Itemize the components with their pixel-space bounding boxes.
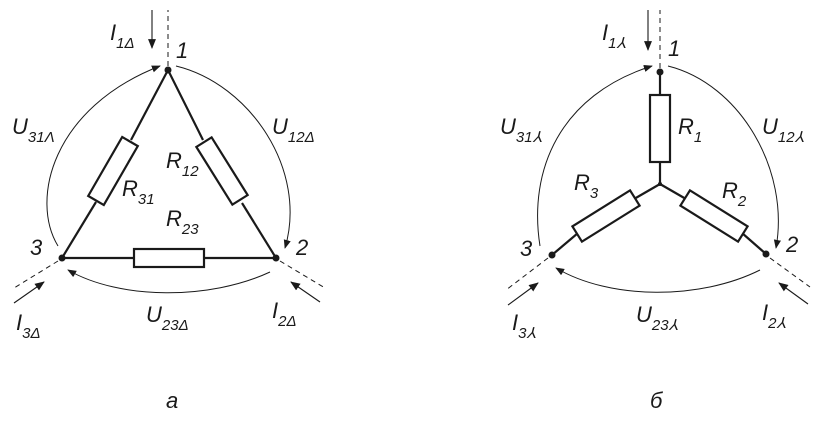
star-node-2-label: 2: [785, 232, 798, 257]
delta-voltage-arc-23: [67, 269, 271, 294]
star-node-1-label: 1: [668, 36, 680, 61]
star-terminal-3-dash: [505, 257, 549, 291]
star-voltage-arc-23: [555, 267, 761, 293]
delta-current-3-arrow: [13, 281, 45, 304]
delta-u23-label: U23Δ: [146, 302, 189, 334]
star-i1-label: I1⅄: [602, 20, 626, 52]
delta-caption: а: [166, 388, 178, 413]
star-r3-label: R3: [574, 170, 599, 202]
delta-voltage-arc-31: [46, 65, 161, 247]
delta-node-2-label: 2: [295, 235, 308, 260]
delta-r23-label: R23: [166, 206, 199, 238]
delta-resistor-r23: [132, 247, 206, 269]
star-r2-label: R2: [722, 178, 747, 210]
delta-resistor-r12: [194, 135, 250, 207]
star-caption: б: [650, 388, 664, 413]
delta-wire-1-2-top: [167, 69, 204, 141]
delta-u12-label: U12Δ: [272, 114, 315, 146]
star-wire-3-outer: [551, 232, 579, 256]
star-circuit: 1 2 3 R1 R2 R3 U31⅄ U12⅄ U23⅄ I1⅄ I2⅄ I3…: [500, 10, 811, 413]
star-i3-label: I3⅄: [512, 310, 536, 342]
star-terminal-2-dash: [769, 257, 811, 288]
star-resistor-r1: [648, 93, 672, 164]
delta-wire-1-2-bottom: [241, 202, 277, 259]
delta-i3-label: I3Δ: [16, 310, 41, 342]
star-wire-3-inner: [633, 183, 661, 200]
star-i2-label: I2⅄: [762, 300, 786, 332]
star-u31-label: U31⅄: [500, 114, 543, 146]
delta-circuit: 1 2 3 R12 R31 R23 U31Λ U12Δ U23Δ I1Δ I2Δ…: [12, 10, 326, 413]
delta-node-3-label: 3: [30, 235, 43, 260]
delta-node-3: [58, 254, 66, 262]
star-voltage-arc-12: [667, 65, 781, 249]
star-current-3-arrow: [507, 282, 539, 306]
star-u12-label: U12⅄: [762, 114, 805, 146]
star-wire-2-outer: [741, 232, 767, 255]
star-node-center: [658, 182, 662, 186]
delta-resistor-r31: [86, 135, 140, 207]
star-node-3-label: 3: [520, 236, 533, 261]
star-voltage-arc-31: [537, 65, 653, 247]
delta-wire-1-3-bottom: [61, 201, 97, 259]
delta-wire-1-3-top: [130, 69, 169, 141]
star-node-3: [548, 251, 556, 259]
delta-node-1: [164, 66, 172, 74]
star-u23-label: U23⅄: [636, 302, 679, 334]
delta-i1-label: I1Δ: [110, 20, 135, 52]
delta-r31-label: R31: [122, 176, 155, 208]
star-node-2: [762, 250, 770, 258]
delta-r12-label: R12: [166, 148, 199, 180]
delta-voltage-arc-12: [175, 65, 291, 249]
delta-i2-label: I2Δ: [272, 298, 297, 330]
star-node-1: [656, 68, 664, 76]
star-wire-2-inner: [659, 183, 687, 200]
star-r1-label: R1: [678, 114, 702, 146]
delta-node-1-label: 1: [176, 38, 188, 63]
delta-terminal-2-dash: [279, 260, 326, 289]
delta-terminal-3-dash: [13, 260, 59, 289]
star-resistor-r3: [570, 188, 642, 244]
star-resistor-r2: [678, 188, 750, 244]
delta-node-2: [272, 254, 280, 262]
delta-current-2-arrow: [290, 281, 321, 303]
delta-u31-label: U31Λ: [12, 114, 55, 146]
star-current-2-arrow: [778, 282, 809, 305]
